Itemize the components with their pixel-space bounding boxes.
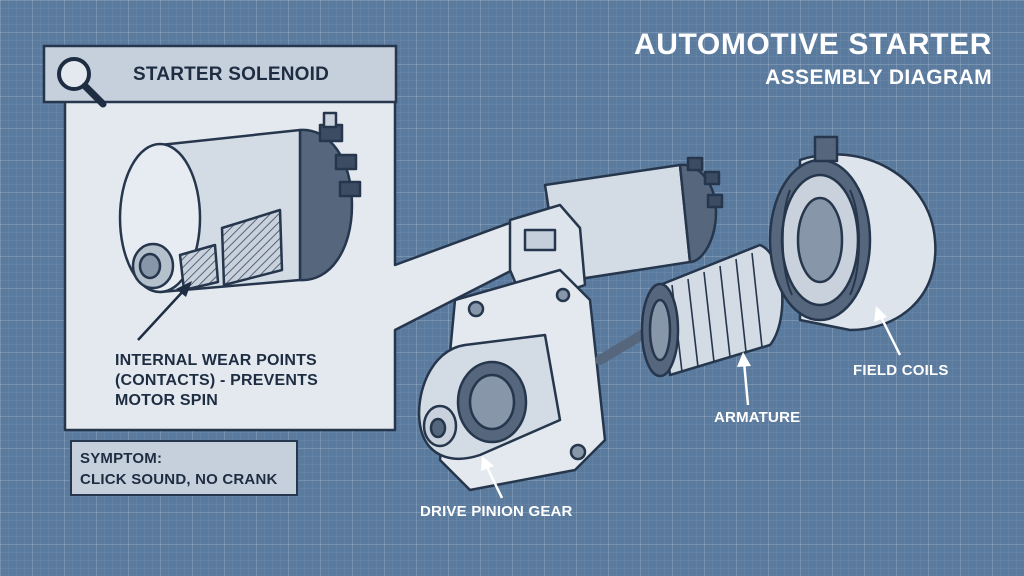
field-coils-label: FIELD COILS: [853, 362, 949, 379]
diagram-subtitle: ASSEMBLY DIAGRAM: [765, 66, 992, 89]
symptom-label: SYMPTOM:: [80, 450, 163, 467]
armature-label: ARMATURE: [714, 409, 801, 426]
field-coils-arrow: [874, 306, 902, 356]
magnifier-icon: [57, 57, 107, 108]
field-coils-part: [768, 135, 937, 332]
diagram-title: AUTOMOTIVE STARTER: [633, 28, 992, 61]
armature-arrow: [737, 352, 751, 406]
drive-pinion-gear-label: DRIVE PINION GEAR: [420, 503, 573, 520]
symptom-box: [70, 440, 298, 496]
drive-pinion-arrow: [481, 456, 504, 499]
wear-points-note: INTERNAL WEAR POINTS (CONTACTS) - PREVEN…: [115, 351, 395, 411]
wear-note-line-3: MOTOR SPIN: [115, 392, 219, 409]
solenoid-closeup: [118, 111, 362, 294]
wear-note-line-1: INTERNAL WEAR POINTS: [115, 352, 317, 369]
wear-note-line-2: (CONTACTS) - PREVENTS: [115, 372, 319, 389]
drive-housing: [417, 203, 607, 492]
callout-heading: STARTER SOLENOID: [133, 64, 330, 85]
symptom-text: CLICK SOUND, NO CRANK: [80, 471, 278, 488]
wear-points-arrow: [137, 281, 192, 341]
